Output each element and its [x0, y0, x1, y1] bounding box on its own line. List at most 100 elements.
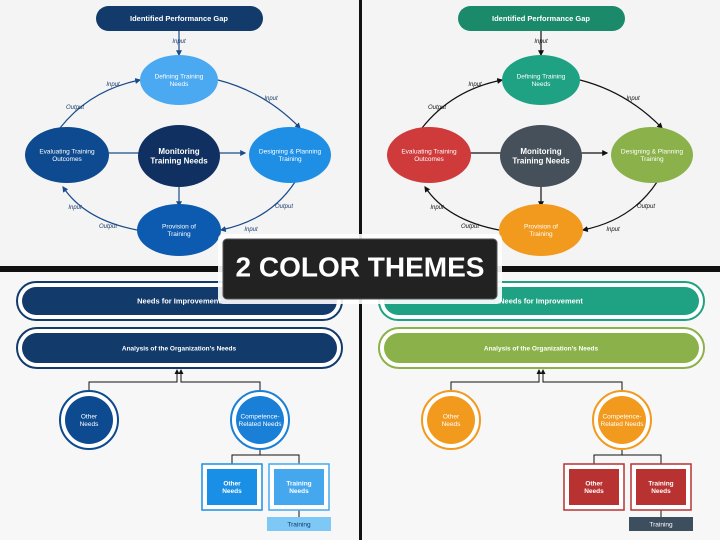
- green-label-input-upper-left: Input: [468, 82, 482, 88]
- blue-label-output-upper-left: Output: [66, 105, 84, 111]
- blue-arrow-left-to-top: [59, 78, 142, 129]
- blue-label-input-upper-left-line: Input: [106, 82, 120, 88]
- green-label-output-lower-right: Output: [637, 204, 655, 210]
- blue-label-input-upper-right: Input: [264, 96, 278, 102]
- green-label-output-upper-left: Output: [428, 105, 446, 111]
- blue-connector-competence: [178, 369, 261, 395]
- blue-gap-label-line: Identified Performance Gap: [130, 14, 228, 23]
- green-connector-competence: [540, 369, 623, 395]
- blue-node-center: [138, 125, 220, 187]
- green-training-label-line: Training: [649, 521, 673, 528]
- blue-node-top-label-line: Needs: [170, 81, 190, 88]
- green-label-output-lower-right-line: Output: [637, 204, 655, 210]
- green-node-top-label-line: Needs: [532, 81, 552, 88]
- blue-connector-other: [88, 369, 180, 395]
- green-node-center-label-line: Monitoring: [520, 147, 561, 156]
- green-node-bottom: [499, 204, 583, 256]
- green-label-output-lower-left-line: Output: [461, 224, 479, 230]
- green-arrow-top-to-right: [579, 79, 663, 129]
- blue-node-bottom-label-line: Training: [167, 231, 191, 238]
- blue-label-output-upper-left-line: Output: [66, 105, 84, 111]
- green-label-input-lower-right-line: Input: [606, 227, 620, 233]
- blue-node-bottom: [137, 204, 221, 256]
- green-competence-label: Competence-Related Needs: [601, 413, 645, 428]
- green-node-center: [500, 125, 582, 187]
- blue-label-input-upper-left: Input: [106, 82, 120, 88]
- green-analysis-label-line: Analysis of the Organization's Needs: [484, 345, 599, 352]
- blue-node-center-label-line: Monitoring: [158, 147, 199, 156]
- green-analysis-label: Analysis of the Organization's Needs: [484, 345, 599, 352]
- green-label-input-upper-left-line: Input: [468, 82, 482, 88]
- green-sub-other-label-line: Other: [585, 480, 603, 487]
- blue-needs-label-line: Needs for Improvement: [137, 297, 221, 306]
- blue-sub-training-label-line: Training: [286, 480, 311, 487]
- green-node-left-label-line: Outcomes: [414, 156, 444, 163]
- green-arrow-left-to-top: [421, 78, 504, 129]
- blue-label-input-upper-right-line: Input: [264, 96, 278, 102]
- green-node-bottom-label-line: Provision of: [524, 223, 558, 230]
- blue-node-bottom-label-line: Provision of: [162, 223, 196, 230]
- blue-node-left-label-line: Outcomes: [52, 156, 82, 163]
- blue-sub-training-label-line: Needs: [289, 488, 309, 495]
- blue-other-label-line: Other: [81, 413, 98, 420]
- blue-label-output-lower-right: Output: [275, 204, 293, 210]
- green-gap-label: Identified Performance Gap: [492, 14, 590, 23]
- green-label-output-lower-left: Output: [461, 224, 479, 230]
- green-other-label-line: Other: [443, 413, 460, 420]
- green-competence-circle: [598, 396, 646, 444]
- blue-sub-other-label-line: Needs: [222, 488, 242, 495]
- green-node-center-label-line: Training Needs: [512, 157, 570, 166]
- green-node-bottom-label-line: Training: [529, 231, 553, 238]
- blue-label-input-lower-left-line: Input: [68, 205, 82, 211]
- green-competence-label-line: Competence-: [602, 413, 641, 420]
- blue-node-right-label-line: Training: [278, 156, 302, 163]
- blue-training-label-line: Training: [287, 521, 311, 528]
- blue-label-output-lower-left-line: Output: [99, 224, 117, 230]
- blue-label-input-lower-right: Input: [244, 227, 258, 233]
- blue-arrow-bottom-to-left: [62, 186, 138, 231]
- blue-label-input-lower-right-line: Input: [244, 227, 258, 233]
- color-themes-badge: 2 COLOR THEMES: [218, 234, 502, 304]
- blue-sub-training-box: [274, 469, 324, 505]
- green-sub-other-label-line: Needs: [584, 488, 604, 495]
- green-label-input-upper-right-line: Input: [626, 96, 640, 102]
- green-needs-label: Needs for Improvement: [499, 297, 583, 306]
- green-label-output-upper-left-line: Output: [428, 105, 446, 111]
- blue-label-input-lower-left: Input: [68, 205, 82, 211]
- blue-node-left: [25, 127, 109, 183]
- blue-label-output-lower-left: Output: [99, 224, 117, 230]
- blue-node-right-label-line: Designing & Planning: [259, 148, 322, 155]
- green-other-circle: [427, 396, 475, 444]
- blue-analysis-label: Analysis of the Organization's Needs: [122, 345, 237, 352]
- blue-analysis-pill: [22, 333, 337, 363]
- green-arrow-bottom-to-left: [424, 186, 500, 231]
- green-node-right-label-line: Training: [640, 156, 664, 163]
- badge-panel: [222, 238, 498, 300]
- blue-label-input-top: Input: [172, 39, 186, 45]
- green-node-top-label-line: Defining Training: [517, 73, 566, 80]
- blue-needs-label: Needs for Improvement: [137, 297, 221, 306]
- green-analysis-pill: [384, 333, 699, 363]
- green-label-input-top: Input: [534, 39, 548, 45]
- blue-analysis-label-line: Analysis of the Organization's Needs: [122, 345, 237, 352]
- green-gap-label-line: Identified Performance Gap: [492, 14, 590, 23]
- green-connector-other: [450, 369, 542, 395]
- blue-node-right: [249, 127, 331, 183]
- blue-node-top: [140, 55, 218, 105]
- badge-label: 2 COLOR THEMES: [236, 251, 485, 282]
- blue-competence-circle: [236, 396, 284, 444]
- green-sub-training-label-line: Needs: [651, 488, 671, 495]
- green-label-input-lower-left: Input: [430, 205, 444, 211]
